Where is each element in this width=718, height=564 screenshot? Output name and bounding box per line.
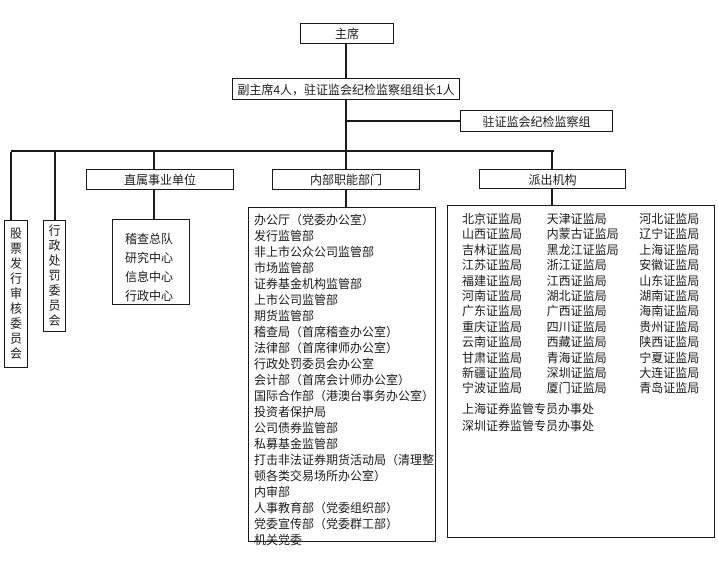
office-item: 深圳证券监管专员办事处 [462,418,595,433]
branch-header-dispatched-label: 派出机构 [528,172,577,187]
bureau-item: 重庆证监局 [462,319,523,334]
connector-committee-penalty [54,152,56,220]
bureau-item: 江西证监局 [546,273,607,288]
bureau-item: 黑龙江证监局 [546,242,619,257]
bureau-item: 宁夏证监局 [639,350,700,365]
institution-item: 稽查总队 [125,232,174,246]
discipline-group-box: 驻证监会纪检监察组 [460,110,613,132]
committee-admin-penalty-label: 行政处罚委员会 [47,223,61,329]
bureau-item: 甘肃证监局 [462,350,523,365]
bureau-item: 河南证监局 [462,289,523,304]
connector-departments-list [345,190,347,207]
department-item: 内审部 [254,485,291,499]
bureau-item: 四川证监局 [546,319,607,334]
department-item: 非上市公众公司监管部 [254,245,375,259]
department-item: 稽查局（首席稽查办公室） [254,325,399,339]
bureau-item: 青海证监局 [546,350,607,365]
vice-chairman-box: 副主席4人，驻证监会纪检监察组组长1人 [232,78,460,100]
branch-header-departments: 内部职能部门 [272,169,420,190]
department-item: 法律部（首席律师办公室） [254,341,399,355]
connector-institutions-list [153,190,155,219]
institutions-list-box: 稽查总队研究中心信息中心行政中心 [112,219,190,305]
department-item: 上市公司监管部 [254,293,339,307]
vice-chairman-label: 副主席4人，驻证监会纪检监察组组长1人 [237,82,455,97]
connector-dispatched-header [551,152,553,169]
department-item: 发行监管部 [254,229,315,243]
bureau-column-3: 河北证监局辽宁证监局上海证监局安徽证监局山东证监局湖南证监局海南证监局贵州证监局… [639,212,714,397]
bureau-item: 贵州证监局 [639,319,700,334]
department-item: 投资者保护局 [254,405,327,419]
department-item: 国际合作部（港澳台事务办公室） [254,389,435,403]
bureau-item: 福建证监局 [462,273,523,288]
commissioner-offices: 上海证券监管专员办事处深圳证券监管专员办事处 [462,401,714,435]
committee-stock-issuance-box: 股票发行审核委员会 [4,220,28,368]
connector-institutions-header [153,152,155,169]
bureau-item: 天津证监局 [546,212,607,226]
department-item: 行政处罚委员会办公室 [254,357,375,371]
department-item: 私募基金监管部 [254,437,339,451]
department-item: 公司债券监管部 [254,421,339,435]
bureau-item: 安徽证监局 [639,258,700,273]
bureau-item: 上海证监局 [639,242,700,257]
bureau-item: 北京证监局 [462,212,523,226]
department-item: 证券基金机构监管部 [254,277,363,291]
bureau-item: 江苏证监局 [462,258,523,273]
bureau-item: 山东证监局 [639,273,700,288]
department-item: 党委宣传部（党委群工部） [254,517,399,531]
bureau-item: 宁波证监局 [462,381,523,396]
bureau-item: 青岛证监局 [639,381,700,396]
bureau-item: 内蒙古证监局 [546,227,619,242]
branch-header-institutions-label: 直属事业单位 [123,173,196,187]
bureau-item: 吉林证监局 [462,242,523,257]
institution-item: 研究中心 [125,251,174,265]
bureau-item: 新疆证监局 [462,366,523,381]
bureau-column-2: 天津证监局内蒙古证监局黑龙江证监局浙江证监局江西证监局湖北证监局广西证监局四川证… [547,212,640,397]
bureau-item: 厦门证监局 [546,381,607,396]
institution-item: 行政中心 [125,289,174,303]
branch-header-departments-label: 内部职能部门 [309,173,382,187]
bureau-item: 河北证监局 [639,212,700,226]
connector-departments-header [345,152,347,169]
department-item: 人事教育部（党委组织部） [254,501,399,515]
branch-header-dispatched: 派出机构 [479,169,626,189]
bureau-column-1: 北京证监局山西证监局吉林证监局江苏证监局福建证监局河南证监局广东证监局重庆证监局… [462,212,547,397]
chairman-box: 主席 [300,23,394,44]
department-item: 打击非法证券期货活动局（清理整顿各类交易场所办公室） [254,453,435,483]
committee-stock-issuance-label: 股票发行审核委员会 [8,226,23,362]
bureau-grid: 北京证监局山西证监局吉林证监局江苏证监局福建证监局河南证监局广东证监局重庆证监局… [462,212,714,397]
department-item: 期货监管部 [254,309,315,323]
committee-admin-penalty-box: 行政处罚委员会 [43,220,66,332]
department-item: 办公厅（党委办公室） [254,213,375,227]
bureau-item: 海南证监局 [639,304,700,319]
bureau-item: 西藏证监局 [546,335,607,350]
discipline-group-label: 驻证监会纪检监察组 [482,114,591,129]
bureau-item: 浙江证监局 [546,258,607,273]
bureau-item: 山西证监局 [462,227,523,242]
chairman-label: 主席 [334,27,359,41]
departments-list-box: 办公厅（党委办公室） 发行监管部非上市公众公司监管部市场监管部证券基金机构监管部上… [248,207,436,547]
branch-header-institutions: 直属事业单位 [86,169,234,190]
connector-discipline-branch [347,120,460,122]
connector-committee-stock [10,152,12,220]
bureau-item: 广东证监局 [462,304,523,319]
connector-chairman-vice [345,43,347,79]
institution-item: 信息中心 [125,270,174,284]
bureau-item: 大连证监局 [639,366,700,381]
office-item: 上海证券监管专员办事处 [462,401,595,416]
connector-vice-main [345,99,347,152]
department-item: 会计部（首席会计师办公室） [254,373,411,387]
bureau-item: 辽宁证监局 [639,227,700,242]
bureau-item: 广西证监局 [546,304,607,319]
bureau-item: 湖北证监局 [546,289,607,304]
department-item: 机关党委 [254,533,303,547]
connector-dispatched-list [551,189,553,205]
bureau-item: 云南证监局 [462,335,523,350]
connector-main-horizontal [11,150,554,152]
dispatched-agencies-box: 北京证监局山西证监局吉林证监局江苏证监局福建证监局河南证监局广东证监局重庆证监局… [447,205,715,538]
bureau-item: 陕西证监局 [639,335,700,350]
bureau-item: 深圳证监局 [546,366,607,381]
bureau-item: 湖南证监局 [639,289,700,304]
department-item: 市场监管部 [254,261,315,275]
